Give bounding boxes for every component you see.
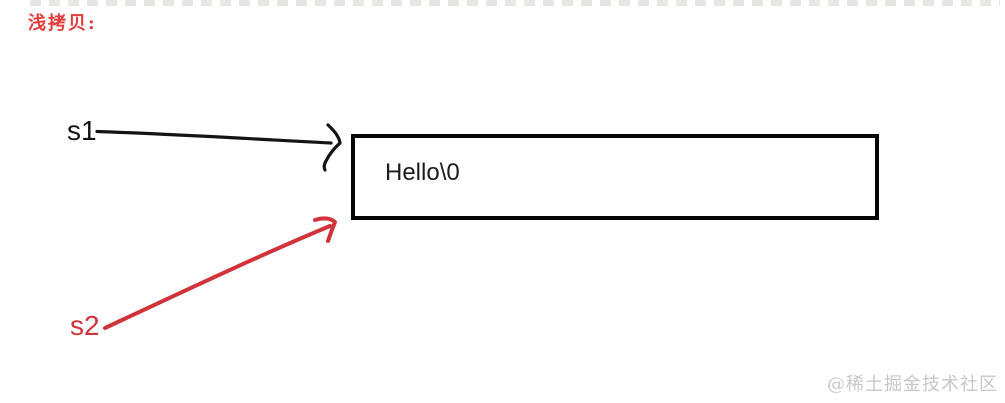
watermark: @稀土掘金技术社区 [827,374,998,395]
s1-arrow-line [95,129,333,145]
memory-box-content: Hello\0 [385,159,460,186]
s2-arrow-line [103,224,332,330]
memory-box: Hello\0 [351,134,879,220]
s1-arrowhead-icon [322,123,342,172]
pointer-label-s2: s2 [70,310,100,341]
pointer-label-s1: s1 [67,115,97,146]
diagram-title: 浅拷贝: [28,13,97,34]
clipped-text-artifacts [30,0,1000,6]
s2-arrowhead-icon [313,216,337,243]
